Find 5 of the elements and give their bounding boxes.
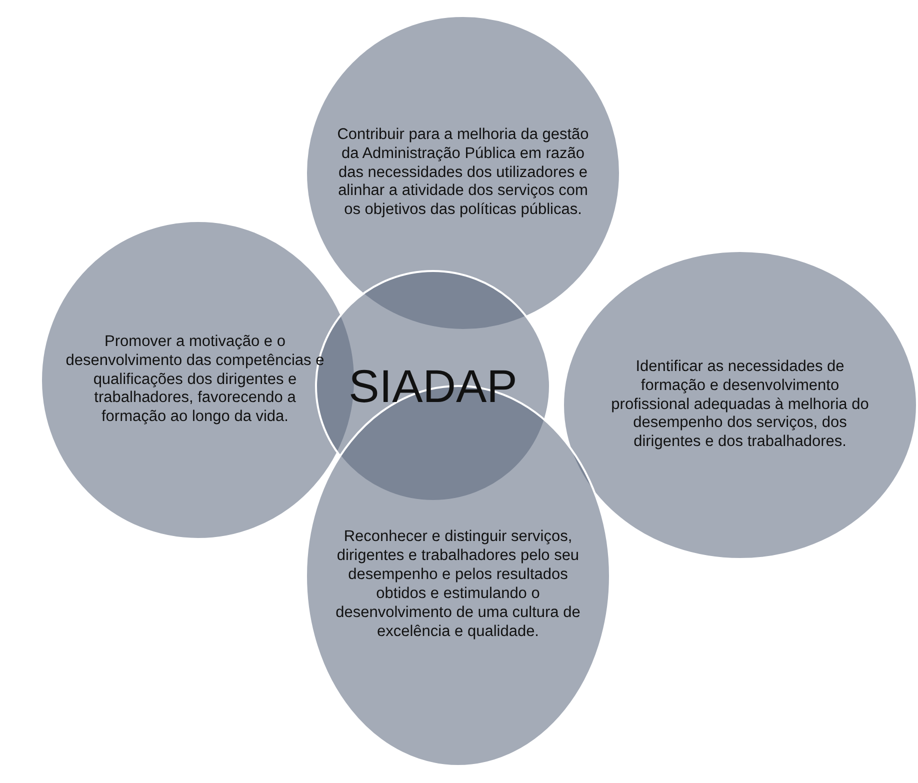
circle-text: Promover a motivação e o desenvolvimento das competências e qualificações dos dirigentes e trabalhadores, favorecendo a formação ao longo da vida. [65, 332, 325, 428]
circle-text: Contribuir para a melhoria da gestão da Administração Pública em razão das necessidades dos utilizadores e alinhar a atividade dos serviços com os objetivos das políticas públicas. [336, 126, 590, 220]
center-title: SIADAP [348, 358, 518, 414]
circle-text: Reconhecer e distinguir serviços, dirigentes e trabalhadores pelo seu desempenho e pelos resultados obtidos e estimulando o desenvolvimento de uma cultura de excelência e qualidade. [335, 528, 581, 642]
circle-text: Identificar as necessidades de formação e desenvolvimento profissional adequadas à melhoria do desempenho dos serviços, dos dirigentes e dos trabalhadores. [610, 358, 870, 452]
